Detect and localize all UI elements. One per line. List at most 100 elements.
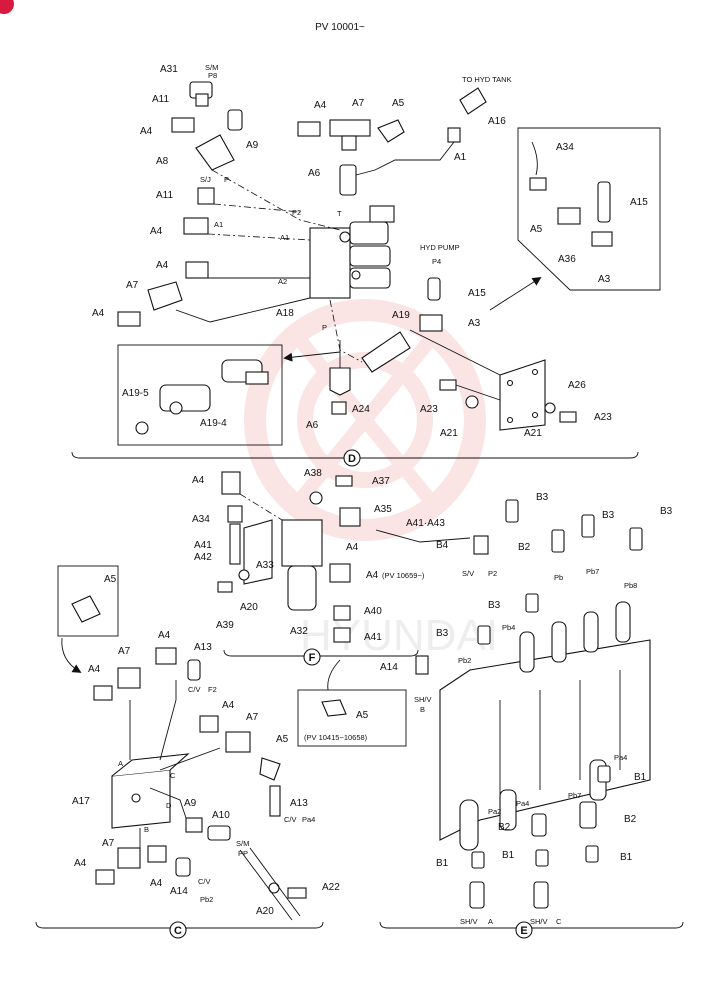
washer-a21-1 [465,395,479,409]
label-a21-1: A21 [440,428,458,439]
section-c-labels: A5 A4 A7 A4 A13 C/V F2 A4 A7 A5 A13 C/V … [72,574,340,917]
label-a7-c3: A7 [102,838,115,849]
watermark-logo [244,299,486,541]
section-e-labels: B3 B3 B3 B2 Pb Pb7 Pb8 B3 Pb4 B3 Pb2 A14… [380,492,673,926]
label-b2-1: B2 [518,542,531,553]
label-sj: S/J [200,175,211,184]
tag-pb7-2: Pb7 [568,791,581,800]
fitting-a4-c5 [147,845,167,863]
label-a4-4: A4 [92,308,105,319]
label-a4-c1: A4 [88,664,101,675]
fitting-a9 [227,109,243,131]
label-a15: A15 [468,288,486,299]
arrow-to-detail [283,351,341,362]
section-f-bracket [223,649,419,657]
arrow-to-right-box [489,277,542,311]
label-a31: A31 [160,64,178,75]
fitting-a4-top [297,121,321,137]
label-a23-2: A23 [594,412,612,423]
fitting-a38 [309,491,323,505]
label-a37: A37 [372,476,390,487]
label-a41: A41 [194,540,212,551]
note-to-hyd-tank: TO HYD TANK [462,75,512,84]
fitting-a41b [333,627,351,643]
detail-box-a5 [57,565,119,637]
section-d-marker [343,449,361,467]
fitting-a4-3 [185,261,209,279]
label-a4-2: A4 [150,226,163,237]
label-cv3: C/V [198,877,211,886]
label-cv2: C/V [284,815,297,824]
label-a19-4: A19-4 [200,418,227,429]
label-a39: A39 [216,620,234,631]
label-a3-box: A3 [598,274,611,285]
label-a4-f1: A4 [192,475,205,486]
label-a26: A26 [568,380,586,391]
label-a4-3: A4 [156,260,169,271]
fitting-a7-c3 [117,847,141,869]
label-sm: S/M [205,63,218,72]
label-a19-5: A19-5 [122,388,149,399]
label-a16: A16 [488,116,506,127]
label-b1-1: B1 [634,772,647,783]
fitting-a5-top [377,119,405,143]
tag-p: P [224,175,229,184]
filter-a32 [281,519,323,611]
section-e-label: E [520,925,527,937]
section-e-marker [515,921,533,939]
label-shv-a: SH/V [460,917,478,926]
fitting-a6 [339,164,357,196]
label-a4-c2: A4 [158,630,171,641]
tag-t: T [337,209,342,218]
dash-p2 [213,203,301,213]
note-hyd-pump: HYD PUMP [420,243,460,252]
arrow-c-detail [61,637,82,673]
hose-a13-2 [269,785,281,817]
label-sm2: S/M [236,839,249,848]
label-a5-top: A5 [392,98,405,109]
tag-a1b: A1 [280,233,289,242]
fitting-a4-f2 [339,507,361,527]
label-a21-2: A21 [524,428,542,439]
detail-box-a19 [117,344,283,446]
label-b1-3: B1 [502,850,515,861]
label-b3-5: B3 [436,628,449,639]
fitting-a11b [197,187,215,205]
label-shv: SH/V [414,695,432,704]
line-a7 [175,297,311,323]
tag-p8: P8 [208,71,217,80]
bolt-a23-1 [439,379,457,391]
fitting-a4-c3 [199,715,219,733]
fitting-shv-c [533,881,549,909]
label-a5-box: A5 [530,224,543,235]
section-c-marker [169,921,187,939]
label-cv: C/V [188,685,201,694]
dash-a1 [207,233,311,241]
plug-b3-1 [505,499,519,523]
tag-pb: Pb [554,573,563,582]
label-b3-3: B3 [660,506,673,517]
fitting-a4-c1 [93,685,113,701]
label-a23-1: A23 [420,404,438,415]
tag-pa4-2: Pa4 [516,799,529,808]
line-a1 [355,141,455,176]
label-a38: A38 [304,468,322,479]
label-a11b: A11 [156,190,173,201]
section-f-label: F [309,652,316,664]
fitting-a6-lower [329,367,351,396]
fitting-a13-1 [187,659,201,681]
tag-sw-c: C [556,917,562,926]
fitting-a40 [333,605,351,621]
plug-b1-1 [597,765,611,783]
fitting-a14-e [415,655,429,675]
valve-block-a18 [309,205,395,299]
label-a4-c3: A4 [222,700,235,711]
tag-sw-a: A [488,917,493,926]
tag-p2: P2 [292,208,301,217]
fitting-a34 [227,505,243,523]
line-plate [409,329,501,401]
fitting-b4 [473,535,489,555]
tag-pb2: Pb2 [458,656,471,665]
section-f-labels: A4 A38 A37 A35 A34 A41·A43 A41 A42 A33 A… [192,468,497,742]
bolt-a39 [217,581,233,593]
